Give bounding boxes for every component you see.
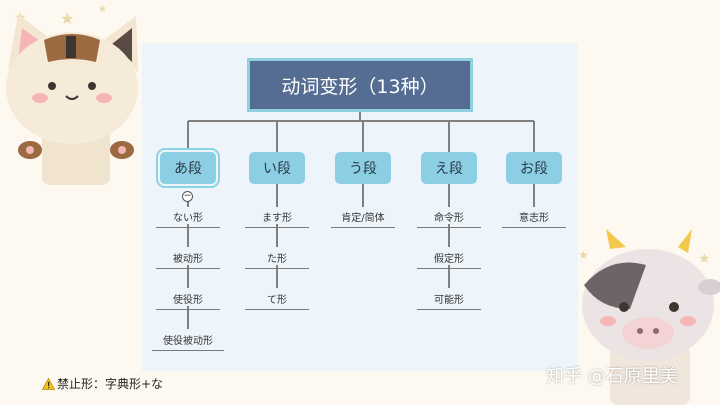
root-node[interactable]: 动词变形（13种） <box>247 58 473 112</box>
svg-text:★: ★ <box>98 4 107 15</box>
collapse-toggle-icon[interactable]: − <box>182 191 193 202</box>
leaf-imperative-form[interactable]: 命令形 <box>417 209 481 228</box>
svg-text:★: ★ <box>60 9 74 28</box>
branch-a-dan[interactable]: あ段 <box>156 148 220 188</box>
cow-illustration: ★ ★ <box>578 229 720 405</box>
warning-icon <box>42 377 55 390</box>
leaf-causative-form[interactable]: 使役形 <box>156 291 220 310</box>
leaf-plain-affirmative[interactable]: 肯定/简体 <box>331 209 395 228</box>
leaf-volitional-form[interactable]: 意志形 <box>502 209 566 228</box>
leaf-causative-passive-form[interactable]: 使役被动形 <box>152 332 224 351</box>
branch-e-dan[interactable]: え段 <box>421 152 477 184</box>
svg-text:★: ★ <box>698 251 711 267</box>
leaf-nai-form[interactable]: ない形 <box>156 209 220 228</box>
watermark: 知乎 @石原里美 <box>546 366 678 387</box>
cat-illustration: ★ ★ ★ <box>6 4 138 185</box>
leaf-passive-form[interactable]: 被动形 <box>156 250 220 269</box>
note-text: 禁止形：字典形+な <box>57 377 164 391</box>
leaf-masu-form[interactable]: ます形 <box>245 209 309 228</box>
leaf-ta-form[interactable]: た形 <box>245 250 309 269</box>
leaf-potential-form[interactable]: 可能形 <box>417 291 481 310</box>
leaf-te-form[interactable]: て形 <box>245 291 309 310</box>
branch-o-dan[interactable]: お段 <box>506 152 562 184</box>
leaf-conditional-form[interactable]: 假定形 <box>417 250 481 269</box>
branch-i-dan[interactable]: い段 <box>249 152 305 184</box>
branch-u-dan[interactable]: う段 <box>335 152 391 184</box>
svg-text:★: ★ <box>578 248 589 262</box>
prohibitive-note: 禁止形：字典形+な <box>42 375 163 392</box>
